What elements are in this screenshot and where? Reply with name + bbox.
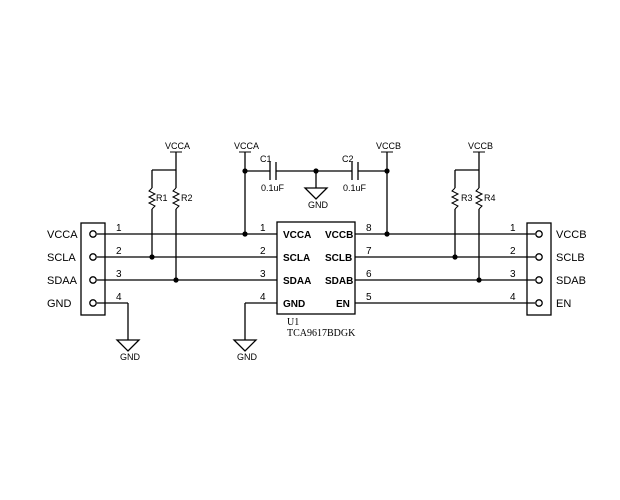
junction-dot [173, 277, 179, 283]
right-header-pin-number: 2 [510, 246, 516, 257]
left-signal-sdaa: SDAA [47, 275, 78, 287]
junction-dot [452, 254, 458, 260]
capacitor-c1-value: 0.1uF [261, 183, 285, 193]
junction-dot [384, 231, 390, 237]
junction-dot [149, 254, 155, 260]
left-signal-vcca: VCCA [47, 229, 78, 241]
ic-pin-number: 2 [260, 246, 266, 257]
left-header-connector [80, 222, 106, 316]
signal-wires [97, 233, 535, 304]
vccb-label-pullup: VCCB [468, 141, 493, 151]
ic-reference: U1 [287, 317, 299, 328]
left-header-pin-hole [89, 276, 97, 284]
capacitor-c2-name: C2 [342, 154, 354, 164]
right-signal-vccb: VCCB [556, 229, 587, 241]
resistor-label-r2: R2 [181, 193, 193, 203]
ic-vccb-supply [381, 151, 393, 237]
left-pullup-rail [151, 151, 182, 188]
vcca-label-pullup: VCCA [165, 141, 190, 151]
gnd-symbol-caps [303, 187, 329, 200]
resistor-r2 [171, 187, 181, 283]
junction-dot [242, 231, 248, 237]
left-signal-gnd: GND [47, 298, 72, 310]
ic-pin-number: 6 [366, 269, 372, 280]
ic-pin-sdab: SDAB [325, 276, 353, 287]
ic-pin-sclb: SCLB [325, 253, 352, 264]
right-header-pin-number: 4 [510, 292, 516, 303]
ic-pin-en: EN [336, 299, 350, 310]
left-gnd-symbol [115, 303, 141, 352]
gnd-label-caps: GND [308, 200, 329, 210]
ic-pin-number: 8 [366, 223, 372, 234]
ic-pin-gnd: GND [283, 299, 305, 310]
resistor-label-r3: R3 [461, 193, 473, 203]
capacitor-c2-value: 0.1uF [343, 183, 367, 193]
junction-dot [476, 277, 482, 283]
gnd-label-left: GND [120, 352, 141, 362]
ic-pin-number: 4 [260, 292, 266, 303]
left-header-pin-number: 1 [116, 223, 122, 234]
left-header-pin-hole [89, 253, 97, 261]
right-header-pin-hole [535, 230, 543, 238]
gnd-label-ic: GND [237, 352, 258, 362]
ic-pin-number: 5 [366, 292, 372, 303]
left-signal-scla: SCLA [47, 252, 76, 264]
left-header-pin-number: 3 [116, 269, 122, 280]
vcca-label-ic: VCCA [234, 141, 259, 151]
capacitor-c1-name: C1 [260, 154, 272, 164]
ic-gnd-symbol [232, 303, 258, 352]
ic-pin-scla: SCLA [283, 253, 310, 264]
ic-pin-number: 7 [366, 246, 372, 257]
left-header-pin-number: 2 [116, 246, 122, 257]
vccb-label-ic: VCCB [376, 141, 401, 151]
right-signal-sclb: SCLB [556, 252, 585, 264]
right-signal-en: EN [556, 298, 571, 310]
resistor-r4 [474, 187, 484, 283]
right-header-pin-hole [535, 299, 543, 307]
right-header-pin-hole [535, 276, 543, 284]
ic-pin-vccb: VCCB [325, 230, 353, 241]
right-header-pin-number: 3 [510, 269, 516, 280]
ic-pin-number: 3 [260, 269, 266, 280]
left-header-pin-hole [89, 299, 97, 307]
right-header-connector [526, 222, 552, 316]
resistor-r1 [147, 187, 157, 260]
ic-u1-body [276, 221, 356, 315]
ic-pin-number: 1 [260, 223, 266, 234]
resistor-label-r4: R4 [484, 193, 496, 203]
capacitor-network [245, 162, 387, 200]
right-header-pin-hole [535, 253, 543, 261]
left-header-pin-hole [89, 230, 97, 238]
ic-part-number: TCA9617BDGK [287, 328, 356, 339]
right-header-pin-number: 1 [510, 223, 516, 234]
ic-pin-vcca: VCCA [283, 230, 311, 241]
right-pullup-rail [454, 151, 485, 188]
left-header-pin-number: 4 [116, 292, 122, 303]
ic-vcca-supply [239, 151, 251, 237]
ic-pin-sdaa: SDAA [283, 276, 311, 287]
left-header-body [80, 222, 106, 316]
right-signal-sdab: SDAB [556, 275, 586, 287]
resistor-label-r1: R1 [156, 193, 168, 203]
right-header-body [526, 222, 552, 316]
resistor-r3 [450, 187, 460, 260]
